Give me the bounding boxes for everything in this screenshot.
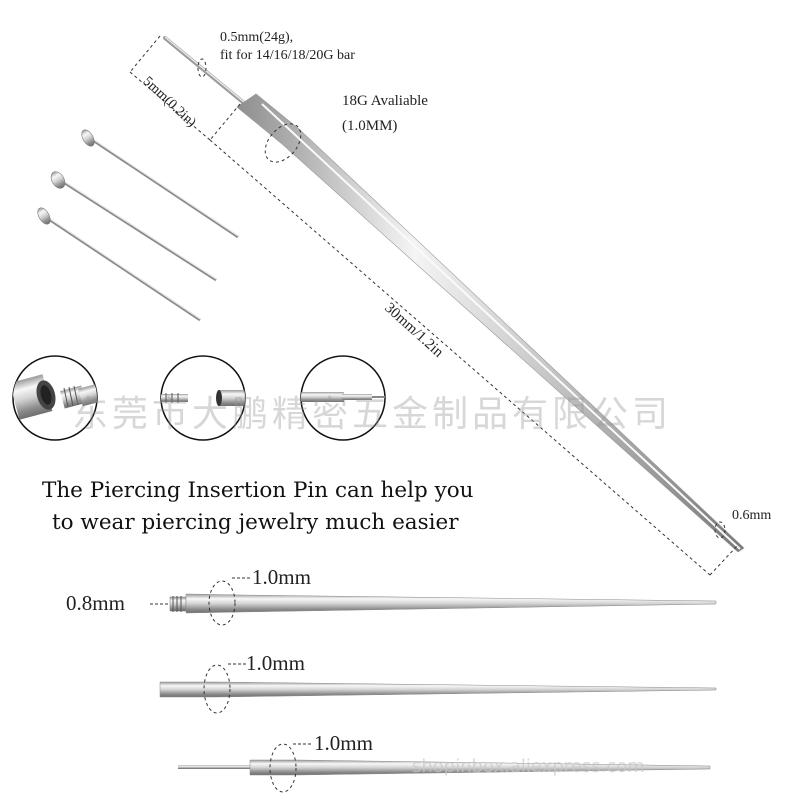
- tip-size-label: 0.5mm(24g),: [220, 30, 294, 45]
- horizontal-pin-2: [159, 663, 717, 714]
- end-size-label: 0.6mm: [732, 508, 772, 523]
- small-pins: [37, 129, 239, 322]
- gauge-available-mm-label: (1.0MM): [342, 118, 398, 134]
- tagline-line-2: to wear piercing jewelry much easier: [52, 510, 459, 535]
- watermark-chinese: 东莞市大鹏精密五金制品有限公司: [72, 394, 673, 435]
- pin2-diameter-label: 1.0mm: [246, 651, 305, 675]
- gauge-available-label: 18G Avaliable: [342, 93, 428, 109]
- detail-circle-1: [12, 355, 98, 441]
- dimension-lines: [129, 35, 739, 576]
- watermark-bottom: shopinbox.aliexpress.com: [412, 756, 645, 777]
- pin1-diameter-label: 1.0mm: [252, 565, 311, 589]
- large-insertion-pin: [163, 36, 745, 553]
- tagline-line-1: The Piercing Insertion Pin can help you: [42, 478, 474, 503]
- tip-fit-label: fit for 14/16/18/20G bar: [220, 48, 355, 63]
- thread-size-label: 0.8mm: [66, 591, 125, 615]
- horizontal-pin-1: [150, 577, 717, 626]
- detail-circle-3: [300, 355, 386, 441]
- horizontal-pin-3: [178, 743, 711, 793]
- detail-circle-2: [160, 355, 246, 441]
- pin3-diameter-label: 1.0mm: [314, 731, 373, 755]
